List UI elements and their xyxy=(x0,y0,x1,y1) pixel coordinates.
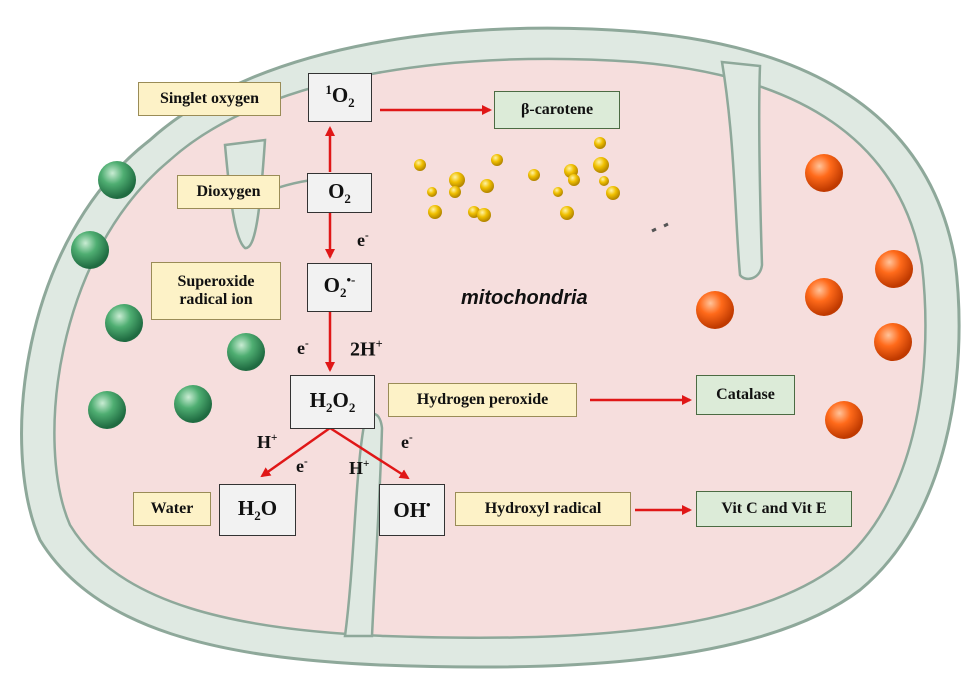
scavenger-vitamins: Vit C and Vit E xyxy=(696,491,852,527)
orange-sphere xyxy=(825,401,863,439)
crista-dots xyxy=(651,222,669,233)
species-dioxygen: O2 xyxy=(307,173,372,213)
arrow-h2o2-to-water xyxy=(260,426,331,478)
crista-bottom xyxy=(343,412,384,638)
reaction-arrows xyxy=(260,105,692,515)
orange-spheres xyxy=(696,154,913,439)
label-superoxide: Superoxide radical ion xyxy=(151,262,281,320)
species-water: H2O xyxy=(219,484,296,536)
crista-right xyxy=(720,60,764,281)
green-sphere xyxy=(227,333,265,371)
orange-sphere xyxy=(875,250,913,288)
label-water: Water xyxy=(133,492,211,526)
species-hydrogen-peroxide: H2O2 xyxy=(290,375,375,429)
green-sphere xyxy=(98,161,136,199)
species-superoxide: O2•- xyxy=(307,263,372,312)
electron-label-1: e- xyxy=(357,230,369,250)
orange-sphere xyxy=(805,154,843,192)
orange-sphere xyxy=(696,291,734,329)
green-spheres xyxy=(71,161,265,429)
two-protons-label: 2H+ xyxy=(350,337,383,361)
green-sphere xyxy=(88,391,126,429)
arrow-h2o2-to-hydroxyl xyxy=(329,426,410,480)
scavenger-beta-carotene: β-carotene xyxy=(494,91,620,129)
species-singlet-oxygen: 1O2 xyxy=(308,73,372,122)
mitochondria-label: mitochondria xyxy=(461,287,588,309)
electron-label-water: e- xyxy=(296,456,308,476)
label-hydroxyl-radical: Hydroxyl radical xyxy=(455,492,631,526)
species-hydroxyl: OH• xyxy=(379,484,445,536)
scavenger-catalase: Catalase xyxy=(696,375,795,415)
gold-droplets xyxy=(414,137,620,222)
green-sphere xyxy=(105,304,143,342)
orange-sphere xyxy=(874,323,912,361)
label-singlet-oxygen: Singlet oxygen xyxy=(138,82,281,116)
green-sphere xyxy=(71,231,109,269)
electron-label-hydroxyl: e- xyxy=(401,432,413,452)
proton-label-hydroxyl: H+ xyxy=(349,458,370,478)
green-sphere xyxy=(174,385,212,423)
proton-label-water: H+ xyxy=(257,432,278,452)
orange-sphere xyxy=(805,278,843,316)
electron-label-2: e- xyxy=(297,338,309,358)
label-dioxygen: Dioxygen xyxy=(177,175,280,209)
label-hydrogen-peroxide: Hydrogen peroxide xyxy=(388,383,577,417)
